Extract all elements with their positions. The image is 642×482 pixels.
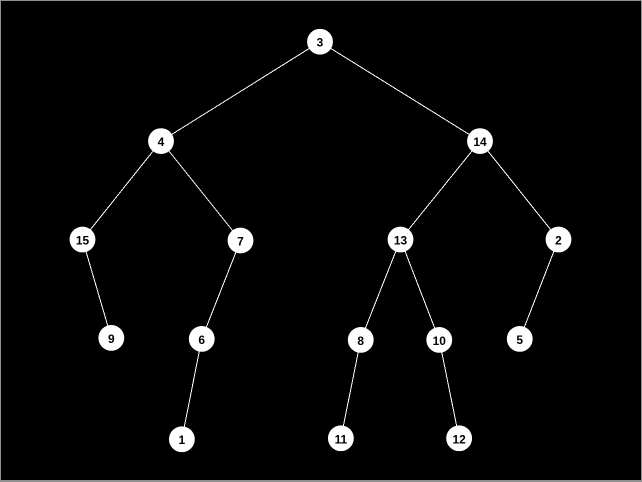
tree-node-circle[interactable]	[188, 325, 215, 352]
tree-node-7[interactable]: 7	[227, 227, 254, 254]
tree-node-label: 11	[335, 432, 348, 446]
tree-node-14[interactable]: 14	[467, 128, 493, 155]
tree-node-10[interactable]: 10	[426, 326, 453, 353]
tree-node-9[interactable]: 9	[98, 324, 125, 351]
tree-node-8[interactable]: 8	[347, 326, 374, 353]
tree-node-circle[interactable]	[148, 128, 174, 155]
tree-node-circle[interactable]	[327, 425, 354, 452]
tree-node-label: 1	[179, 433, 186, 447]
tree-node-circle[interactable]	[168, 426, 195, 453]
tree-edge-3-14	[319, 41, 481, 142]
tree-node-1[interactable]: 1	[168, 426, 195, 453]
tree-node-circle[interactable]	[69, 226, 96, 253]
tree-node-13[interactable]: 13	[387, 226, 414, 253]
tree-edge-14-2	[479, 140, 559, 240]
tree-node-label: 13	[394, 234, 408, 248]
tree-node-label: 6	[198, 333, 205, 347]
tree-node-circle[interactable]	[387, 226, 414, 253]
tree-node-5[interactable]: 5	[506, 325, 533, 352]
tree-node-label: 14	[473, 135, 487, 149]
tree-node-circle[interactable]	[98, 324, 125, 351]
tree-node-circle[interactable]	[446, 425, 473, 452]
tree-node-label: 10	[433, 334, 447, 348]
tree-node-label: 9	[108, 332, 115, 346]
tree-node-circle[interactable]	[545, 226, 572, 253]
tree-edge-4-15	[82, 140, 162, 240]
tree-node-12[interactable]: 12	[446, 425, 473, 452]
tree-edge-4-7	[160, 140, 241, 241]
tree-node-circle[interactable]	[347, 326, 374, 353]
tree-node-2[interactable]: 2	[545, 226, 572, 253]
tree-node-3[interactable]: 3	[307, 28, 333, 55]
tree-node-label: 2	[555, 234, 562, 248]
tree-edge-13-10	[400, 239, 440, 341]
tree-node-label: 12	[453, 432, 467, 446]
tree-edge-14-13	[400, 140, 481, 240]
tree-node-circle[interactable]	[307, 28, 333, 55]
tree-edge-2-5	[519, 239, 559, 340]
tree-node-6[interactable]: 6	[188, 325, 215, 352]
tree-node-label: 5	[516, 333, 523, 347]
tree-node-label: 7	[237, 234, 244, 248]
tree-edge-15-9	[82, 239, 112, 339]
tree-node-label: 4	[158, 135, 165, 149]
tree-node-11[interactable]: 11	[327, 425, 354, 452]
tree-edge-3-4	[160, 41, 321, 142]
tree-node-circle[interactable]	[506, 325, 533, 352]
tree-edge-8-11	[340, 339, 362, 439]
tree-node-label: 3	[317, 36, 324, 50]
tree-node-4[interactable]: 4	[148, 128, 174, 155]
tree-node-label: 8	[357, 334, 364, 348]
tree-node-label: 15	[76, 234, 90, 248]
tree-node-circle[interactable]	[227, 227, 254, 254]
tree-node-circle[interactable]	[426, 326, 453, 353]
tree-edge-7-6	[201, 240, 241, 340]
tree-edge-13-8	[360, 239, 401, 341]
tree-node-15[interactable]: 15	[69, 226, 96, 253]
tree-edge-6-1	[181, 338, 203, 440]
tree-edge-10-12	[438, 339, 460, 439]
tree-node-circle[interactable]	[467, 128, 493, 155]
